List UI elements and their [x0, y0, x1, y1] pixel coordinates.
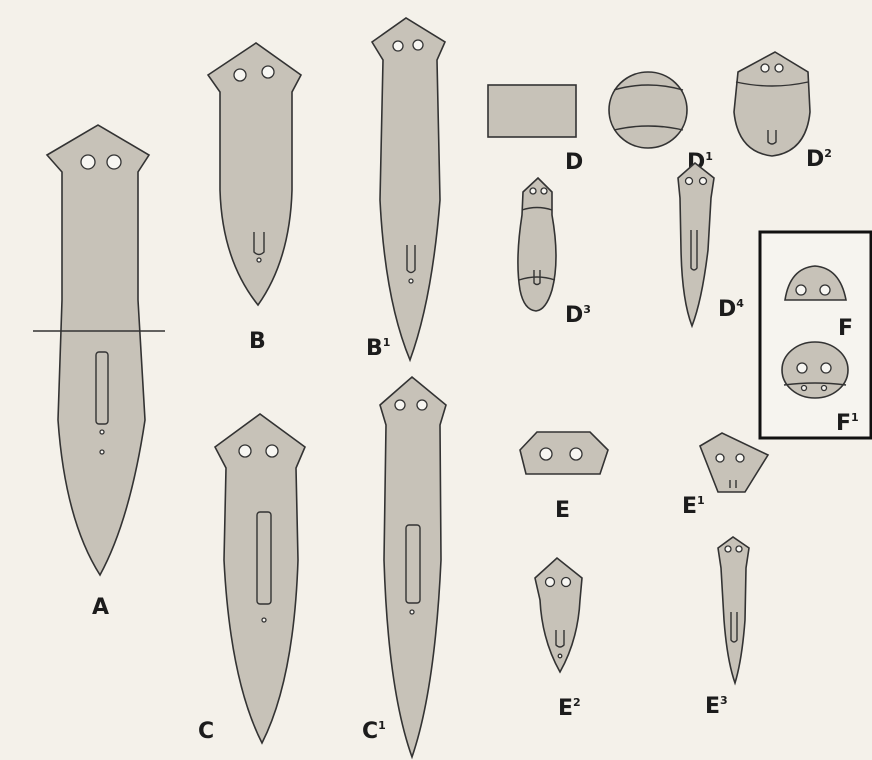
label-d4: D4 — [718, 297, 744, 322]
label-c: C — [198, 719, 214, 744]
label-a: A — [92, 595, 109, 620]
figure-a: A — [33, 125, 165, 620]
figure-d2: D2 — [734, 52, 832, 172]
figure-b1: B1 — [366, 18, 445, 361]
figure-d1: D1 — [609, 72, 713, 175]
figure-c: C — [198, 414, 305, 744]
figure-b: B — [208, 43, 301, 354]
figure-e: E — [520, 432, 608, 523]
label-b: B — [249, 329, 266, 354]
figure-e1: E1 — [682, 433, 768, 519]
label-e1: E1 — [682, 494, 705, 519]
figure-d: D — [488, 85, 583, 175]
label-b1: B1 — [366, 336, 390, 361]
figure-c1: C1 — [362, 377, 446, 757]
label-d2: D2 — [806, 147, 832, 172]
figure-d4: D4 — [678, 163, 744, 326]
label-e2: E2 — [558, 696, 581, 721]
label-c1: C1 — [362, 719, 386, 744]
label-e: E — [555, 498, 570, 523]
inset-box: F F1 — [760, 232, 871, 438]
label-f: F — [838, 316, 853, 341]
label-d3: D3 — [565, 303, 591, 328]
figure-e3: E3 — [705, 537, 749, 719]
figure-e2: E2 — [535, 558, 582, 721]
label-d: D — [565, 150, 583, 175]
figure-d3: D3 — [518, 178, 591, 328]
label-e3: E3 — [705, 694, 728, 719]
